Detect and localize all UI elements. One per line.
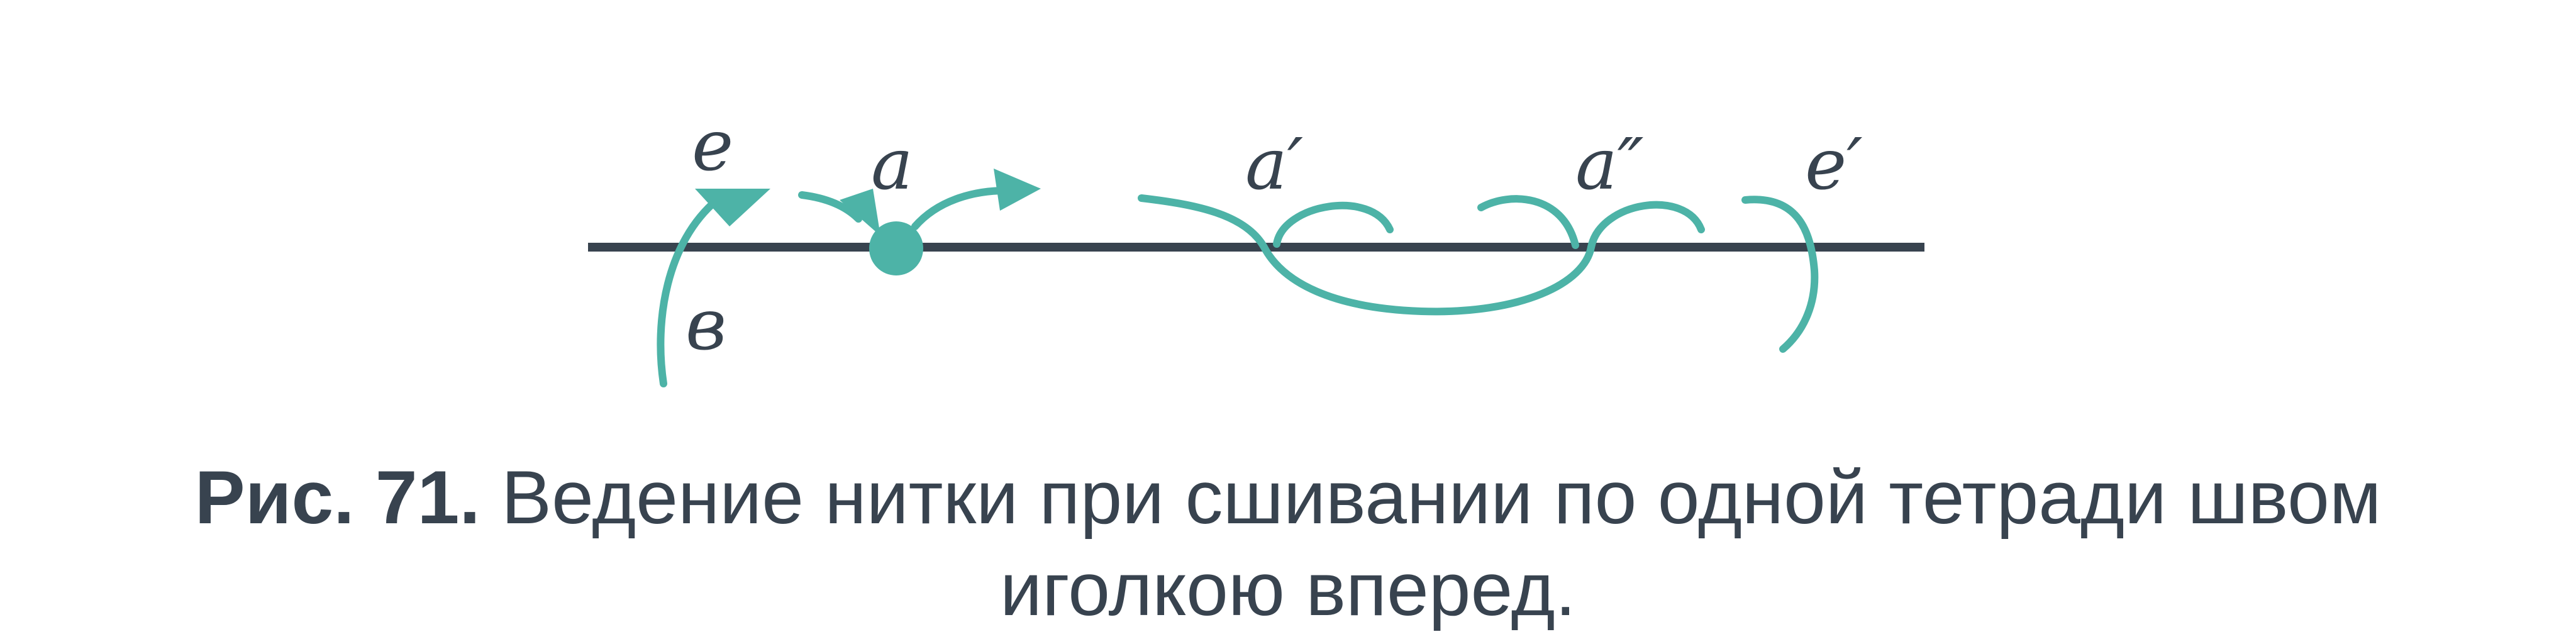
puncture-point-a — [869, 221, 923, 275]
label-a-prime: а′ — [1245, 124, 1303, 206]
caption-text-line-1: Ведение нитки при сшивании по одной тетр… — [501, 455, 2382, 540]
thread-loop-mid — [1477, 195, 1579, 249]
label-e: е — [692, 105, 733, 187]
caption-line-2: иголкою вперед. — [1000, 547, 1576, 631]
figure-number: Рис. 71. — [194, 455, 480, 540]
arrowhead-a — [840, 189, 880, 236]
thread-exit-curve — [911, 187, 1010, 230]
caption-line-1: Рис. 71. Ведение нитки при сшивании по о… — [0, 452, 2576, 543]
thread-entry-curve — [657, 196, 721, 387]
thread-exit-e1 — [1741, 196, 1819, 353]
thread-loop-a2 — [1587, 201, 1705, 251]
arrowhead-exit — [994, 169, 1041, 211]
thread-arrival-curve — [798, 191, 862, 223]
label-a: а — [871, 124, 913, 206]
arrowhead-e — [695, 189, 770, 226]
label-e-prime: е′ — [1805, 124, 1863, 206]
figure-caption: Рис. 71. Ведение нитки при сшивании по о… — [0, 452, 2576, 635]
label-a-double-prime: а″ — [1575, 124, 1644, 206]
thread-loop-a1 — [1273, 201, 1394, 248]
label-v: в — [686, 284, 726, 366]
thread-long-stitch — [1138, 194, 1595, 316]
